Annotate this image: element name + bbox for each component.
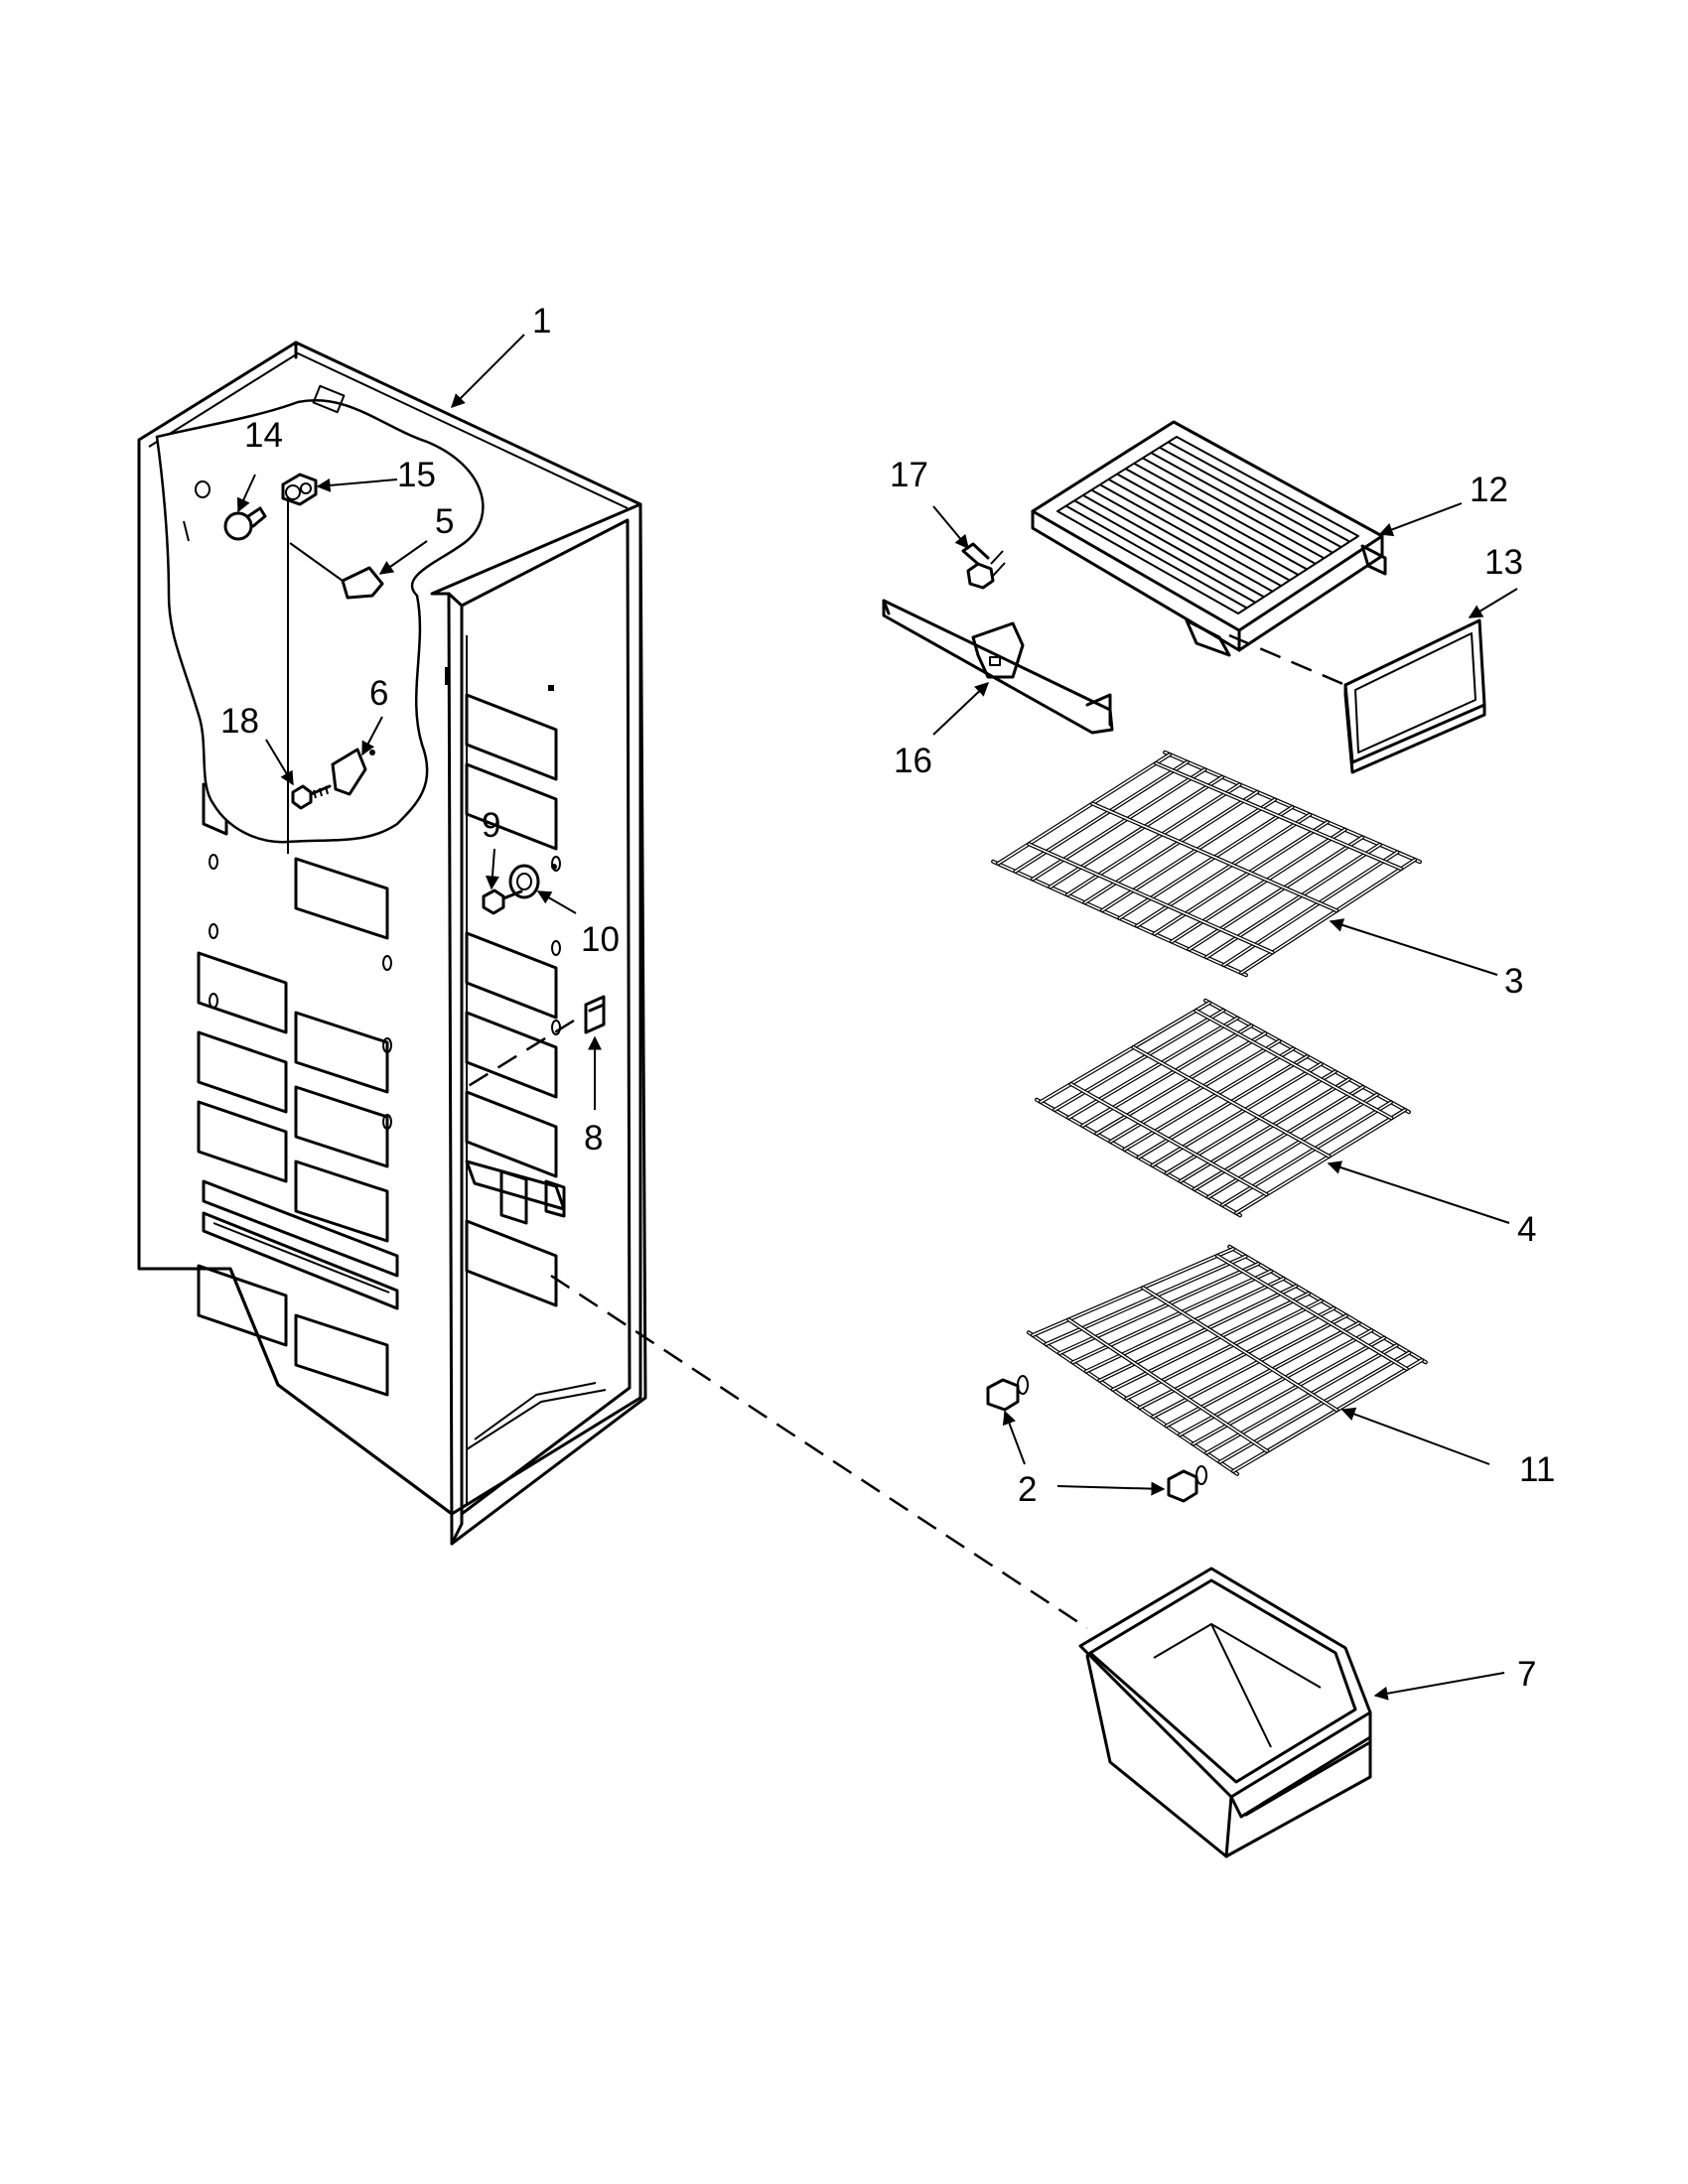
callout-15: 15 bbox=[397, 456, 436, 494]
tray-bar bbox=[1116, 473, 1299, 576]
callout-9: 9 bbox=[482, 806, 500, 845]
callout-18: 18 bbox=[220, 702, 259, 741]
tray-bar bbox=[1167, 441, 1350, 543]
bin-part bbox=[550, 1274, 1372, 1858]
ice-tray-shelf-part bbox=[1031, 420, 1387, 657]
front-panel-part bbox=[1228, 618, 1486, 774]
liner-holes bbox=[209, 667, 561, 1130]
tray-bar bbox=[1150, 452, 1334, 554]
switch-part bbox=[466, 995, 606, 1089]
tray-bar bbox=[1073, 499, 1256, 604]
light-bulb-part bbox=[223, 506, 267, 541]
callout-1: 1 bbox=[532, 302, 551, 341]
leader-lines bbox=[236, 334, 1518, 1701]
callout-16: 16 bbox=[894, 742, 932, 780]
light-socket-part bbox=[281, 473, 318, 506]
callout-14: 14 bbox=[244, 416, 283, 455]
callout-labels: 1 2 3 4 5 6 7 8 9 10 11 12 13 14 15 16 1… bbox=[220, 302, 1555, 1694]
wire-shelf-11-part bbox=[1026, 1244, 1428, 1476]
callout-8: 8 bbox=[584, 1119, 603, 1158]
tray-bar bbox=[1065, 504, 1248, 610]
callout-7: 7 bbox=[1517, 1655, 1536, 1694]
tray-bar bbox=[1159, 446, 1342, 549]
shelf-bracket-part bbox=[882, 599, 1114, 735]
tray-bar bbox=[1133, 462, 1317, 565]
liner-slots-left bbox=[197, 782, 399, 1397]
liner-slots-right bbox=[465, 693, 566, 1307]
screw-18-part bbox=[291, 784, 332, 810]
tray-bar bbox=[1090, 488, 1274, 593]
callout-12: 12 bbox=[1470, 471, 1508, 509]
callout-13: 13 bbox=[1484, 543, 1523, 582]
screw-9-part bbox=[482, 888, 523, 915]
wire-shelf-4-part bbox=[1035, 998, 1411, 1218]
callout-11: 11 bbox=[1519, 1450, 1555, 1489]
wire-shelf-3-part bbox=[991, 750, 1422, 978]
callout-4: 4 bbox=[1517, 1210, 1536, 1249]
tray-bar bbox=[1099, 483, 1282, 588]
tray-bar bbox=[1142, 457, 1325, 560]
callout-2: 2 bbox=[1018, 1470, 1037, 1509]
freezer-liner bbox=[137, 341, 647, 1546]
grommet-part bbox=[508, 864, 557, 899]
callout-6: 6 bbox=[369, 674, 388, 713]
clip-part bbox=[289, 542, 384, 600]
tray-bar bbox=[1125, 468, 1308, 571]
tray-bar bbox=[1082, 494, 1265, 599]
shelf-support-part bbox=[986, 1375, 1207, 1503]
tray-bar bbox=[1107, 478, 1291, 582]
callout-3: 3 bbox=[1504, 962, 1523, 1001]
callout-17: 17 bbox=[890, 456, 928, 494]
callout-5: 5 bbox=[435, 502, 454, 541]
screw-17-part bbox=[961, 542, 1006, 590]
callout-10: 10 bbox=[581, 920, 620, 959]
